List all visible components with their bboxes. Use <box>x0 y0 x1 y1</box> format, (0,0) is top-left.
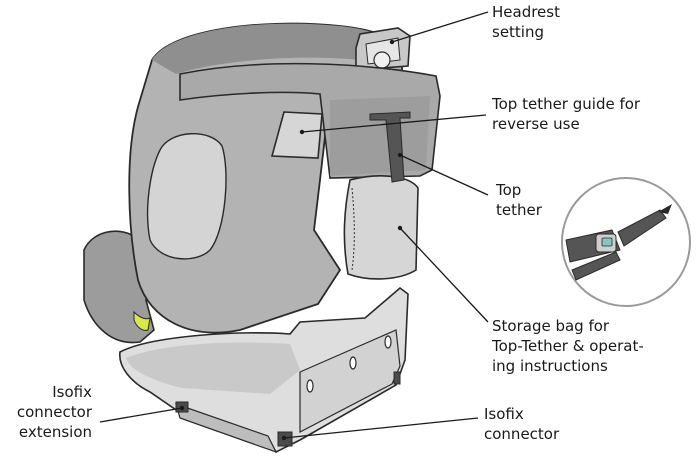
label-isofix-connector: Isofix connector <box>484 405 560 443</box>
leader-dots <box>179 39 403 441</box>
leader-top-tether <box>399 154 489 196</box>
leader-isofix-extension <box>99 407 183 423</box>
base-slot <box>384 335 392 349</box>
leader-storage-bag <box>399 227 489 323</box>
shoulder-panel-face <box>330 96 430 176</box>
leader-headrest <box>391 11 489 43</box>
belt-guide-accent <box>133 310 151 331</box>
base-slot <box>349 356 357 370</box>
isofix-connector-part <box>393 371 401 385</box>
headrest-knob <box>373 51 391 69</box>
inset-strap-lower <box>571 251 621 281</box>
label-isofix-extension: Isofix connector extension <box>16 383 92 441</box>
base-foot <box>175 403 278 454</box>
top-tether-strap <box>369 111 411 183</box>
inset-hook <box>658 204 672 214</box>
base-slot <box>306 379 314 393</box>
label-top-tether-guide: Top tether guide for reverse use <box>492 95 641 133</box>
bag-seam <box>351 187 355 271</box>
base-front-shadow <box>126 342 300 394</box>
inset-strap-right <box>617 209 667 247</box>
leader-lines <box>99 11 489 439</box>
label-top-tether: Top tether <box>496 181 542 219</box>
leader-isofix-connector <box>283 417 479 439</box>
leader-tether-guide <box>301 114 487 133</box>
label-storage-bag: Storage bag for Top-Tether & operat- ing… <box>492 317 644 375</box>
backrest-window <box>146 133 227 260</box>
label-headrest-setting: Headrest setting <box>492 3 560 41</box>
top-tether-guide-plate <box>270 111 323 159</box>
storage-bag <box>343 175 419 280</box>
inset-buckle-button <box>601 237 613 247</box>
backrest-edge <box>152 23 400 74</box>
